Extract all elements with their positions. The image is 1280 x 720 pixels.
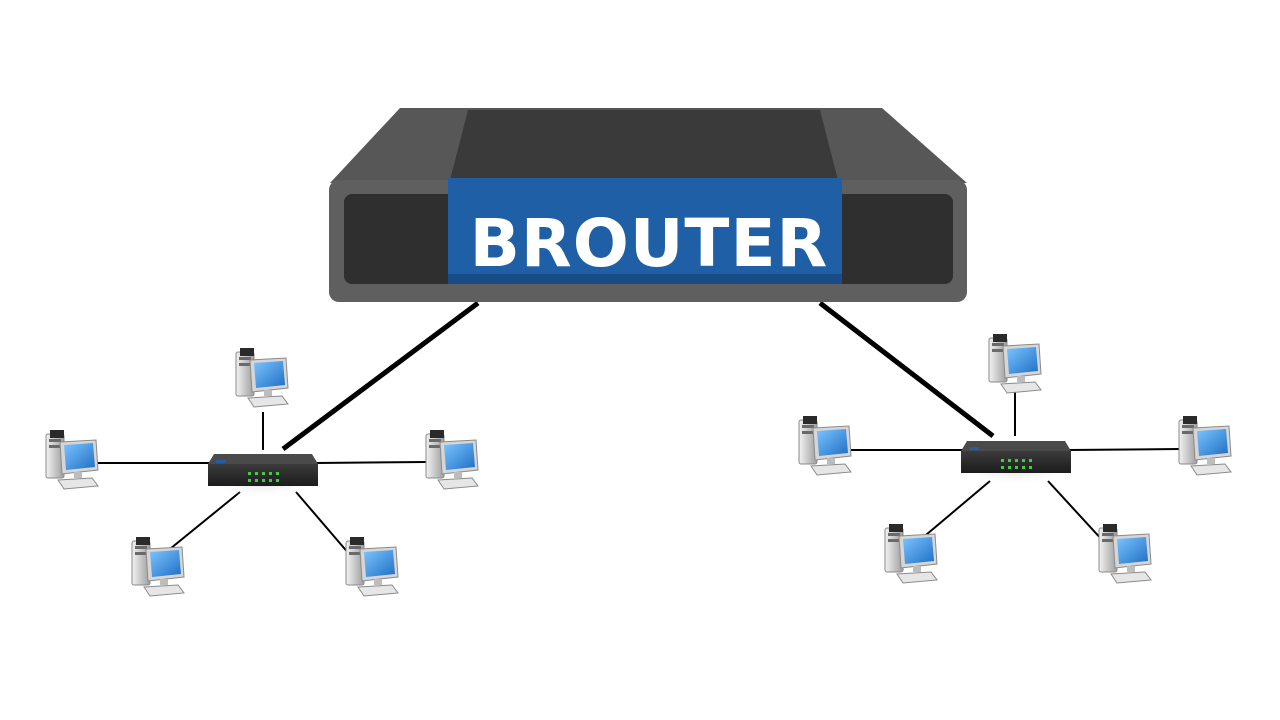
computer-right-west <box>798 415 852 476</box>
brouter-device: BROUTER <box>329 108 967 302</box>
brouter-label-band <box>448 178 842 284</box>
switch-right-leds <box>1001 459 1032 469</box>
computer-left-west <box>45 429 99 490</box>
computer-left-southwest <box>131 536 185 597</box>
right-network <box>798 333 1232 584</box>
computer-right-southeast <box>1098 523 1152 584</box>
computer-left-southeast <box>345 536 399 597</box>
right-network-cables <box>846 385 1181 543</box>
computer-left-east <box>425 429 479 490</box>
switch-left-leds <box>248 472 279 482</box>
computer-right-east <box>1178 415 1232 476</box>
computer-right-top <box>988 333 1042 394</box>
computer-left-top <box>235 347 289 408</box>
left-network-cables <box>92 412 427 556</box>
brouter-label: BROUTER <box>470 205 829 282</box>
trunk-cable-right <box>818 301 995 438</box>
switch-right <box>954 441 1078 485</box>
switch-left <box>201 454 325 498</box>
trunk-cable-left <box>281 300 480 452</box>
left-network <box>45 347 479 597</box>
